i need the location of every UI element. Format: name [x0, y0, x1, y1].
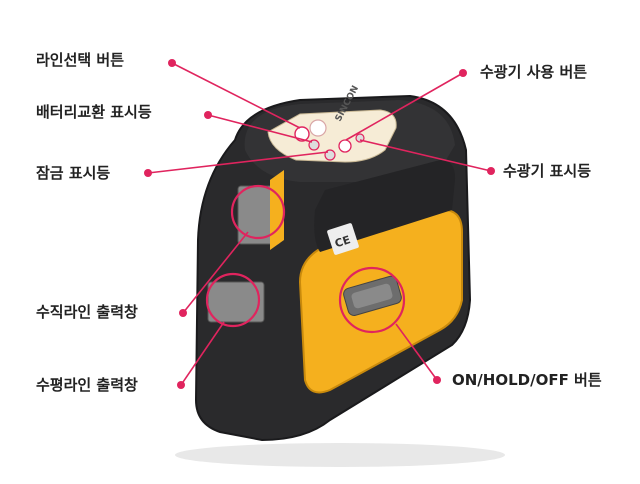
line-select-button[interactable]	[294, 126, 310, 142]
label-lock-indicator: 잠금 표시등	[36, 164, 111, 182]
highlight-power-switch	[338, 266, 406, 334]
dot-power	[433, 376, 441, 384]
label-line-select-button: 라인선택 버튼	[36, 51, 125, 69]
leader-receiver-led	[359, 139, 492, 172]
dot-lock	[144, 169, 152, 177]
ce-mark: CE	[333, 233, 352, 250]
dot-receiver-led	[487, 167, 495, 175]
leader-battery	[207, 114, 313, 143]
label-horizontal-output: 수평라인 출력창	[36, 376, 138, 394]
ce-sticker	[327, 223, 359, 255]
label-battery-indicator: 배터리교환 표시등	[36, 103, 152, 121]
yellow-accent-left	[270, 170, 284, 250]
receiver-button[interactable]	[338, 139, 352, 153]
highlight-vertical-window	[230, 184, 286, 240]
label-receiver-use-button: 수광기 사용 버튼	[480, 63, 588, 81]
label-receiver-indicator: 수광기 표시등	[503, 162, 592, 180]
switch-slider[interactable]	[351, 283, 394, 309]
dot-horizontal	[177, 381, 185, 389]
dot-line-select	[168, 59, 176, 67]
panel-button-x[interactable]	[309, 119, 327, 137]
dot-receiver-button	[459, 69, 467, 77]
dot-vertical	[179, 309, 187, 317]
dot-battery	[204, 111, 212, 119]
ground-shadow	[175, 443, 505, 467]
leader-lock	[147, 151, 329, 174]
leader-power	[395, 323, 438, 381]
leader-horizontal	[180, 321, 225, 386]
leader-receiver-button	[345, 72, 464, 141]
highlight-horizontal-window	[205, 272, 261, 328]
label-power-button: ON/HOLD/OFF 버튼	[452, 371, 602, 389]
label-vertical-output: 수직라인 출력창	[36, 303, 138, 321]
leader-vertical	[182, 231, 249, 314]
control-panel	[267, 109, 397, 163]
leader-line-select	[171, 62, 301, 129]
